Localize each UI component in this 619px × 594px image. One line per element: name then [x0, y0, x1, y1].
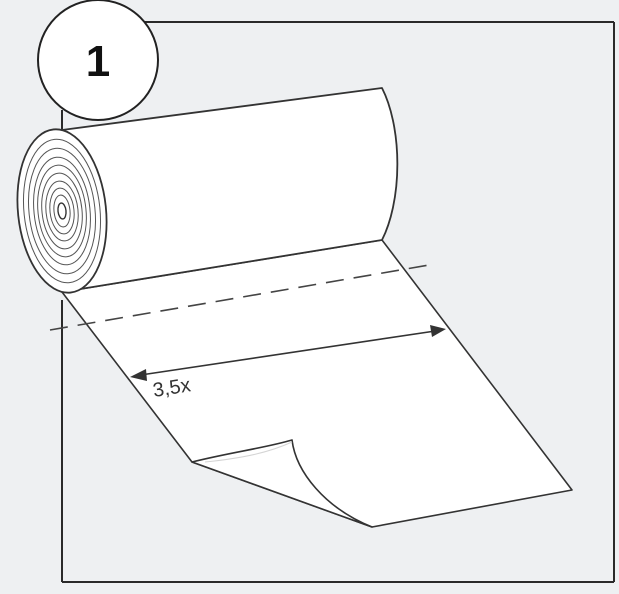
film-roll	[16, 87, 399, 294]
cut-line	[49, 263, 436, 331]
curled-corner	[191, 439, 373, 528]
panel-frame	[61, 21, 615, 583]
roll-core	[57, 202, 67, 220]
roll-end-face	[16, 128, 108, 294]
dimension-arrow	[130, 325, 446, 381]
step-number: 1	[86, 37, 110, 86]
step-badge: 1	[37, 0, 159, 121]
roll-body	[61, 87, 399, 293]
